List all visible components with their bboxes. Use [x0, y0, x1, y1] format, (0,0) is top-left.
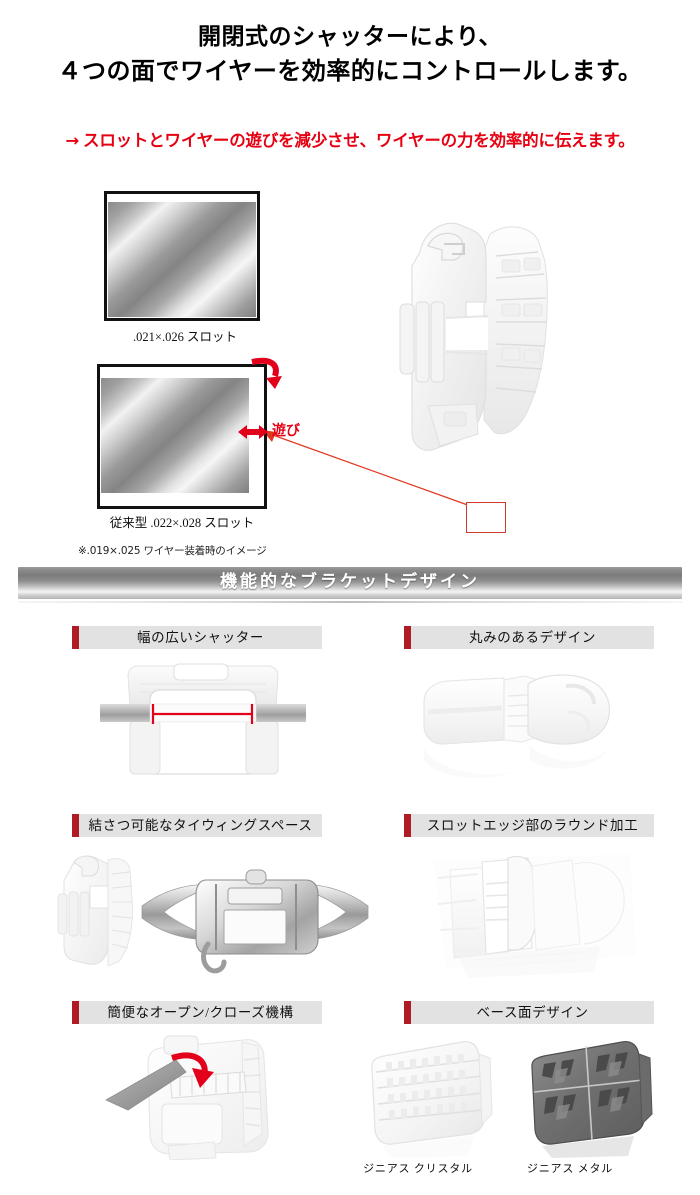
- feature-label-text: 丸みのあるデザイン: [469, 630, 596, 645]
- slot-callout-box: [466, 502, 506, 533]
- headline-line-2: ４つの面でワイヤーを効率的にコントロールします。: [57, 57, 643, 85]
- caption-crystal: ジニアス クリスタル: [363, 1163, 473, 1175]
- label-accent-bar: [72, 1001, 79, 1024]
- new-slot-caption: .021×.026 スロット: [133, 330, 237, 344]
- feature-label-open-close: 簡便なオープン/クローズ機構: [72, 1001, 322, 1024]
- label-accent-bar: [404, 626, 411, 649]
- label-accent-bar: [72, 626, 79, 649]
- feature-label-tiewing-space: 結さつ可能なタイウィングスペース: [72, 814, 322, 837]
- feature-art-base-pair: [371, 1041, 653, 1158]
- feature-art-rounded-design: [423, 674, 610, 778]
- feature-art-tiewing-pair: [57, 855, 369, 974]
- feature-label-rounded-design: 丸みのあるデザイン: [404, 626, 654, 649]
- feature-label-base-design: ベース面デザイン: [404, 1001, 654, 1024]
- subheadline: →スロットとワイヤーの遊びを減少させ、ワイヤーの力を効率的に伝えます。: [0, 127, 700, 151]
- label-accent-bar: [72, 814, 79, 837]
- caption-metal: ジニアス メタル: [526, 1163, 614, 1175]
- new-slot-wire-fill: [108, 202, 256, 317]
- feature-label-text: 幅の広いシャッター: [137, 630, 264, 645]
- feature-art-open-close-tool: [105, 1035, 269, 1160]
- headline-line-1: 開閉式のシャッターにより、: [197, 24, 503, 50]
- feature-art-wide-shutter: [100, 663, 306, 775]
- label-accent-bar: [404, 1001, 411, 1024]
- play-label: 遊び: [272, 423, 300, 439]
- arrow-right-icon: →: [65, 131, 80, 150]
- feature-label-slot-edge-round: スロットエッジ部のラウンド加工: [404, 814, 654, 837]
- feature-label-text: スロットエッジ部のラウンド加工: [426, 818, 639, 833]
- feature-art-slot-edge-round: [434, 854, 636, 978]
- feature-label-text: 簡便なオープン/クローズ機構: [107, 1005, 294, 1020]
- label-accent-bar: [404, 814, 411, 837]
- feature-label-wide-shutter: 幅の広いシャッター: [72, 626, 322, 649]
- feature-label-text: 結さつ可能なタイウィングスペース: [88, 818, 313, 833]
- subheadline-text: スロットとワイヤーの遊びを減少させ、ワイヤーの力を効率的に伝えます。: [83, 131, 635, 150]
- bracket-hero-image: [399, 222, 548, 451]
- curved-arrow-icon: [251, 357, 282, 389]
- double-arrow-icon: [238, 425, 268, 439]
- section-banner-title: 機能的なブラケットデザイン: [220, 572, 480, 592]
- feature-label-text: ベース面デザイン: [476, 1005, 589, 1020]
- section-banner-underline: [18, 601, 682, 603]
- slot-section-note: ※.019×.025 ワイヤー装着時のイメージ: [78, 545, 267, 557]
- legacy-slot-caption: 従来型 .022×.028 スロット: [109, 516, 255, 530]
- section-banner: 機能的なブラケットデザイン: [18, 567, 682, 599]
- legacy-slot-wire-fill: [101, 378, 249, 493]
- page-headline: 開閉式のシャッターにより、 ４つの面でワイヤーを効率的にコントロールします。: [0, 20, 700, 88]
- slot-comparison-section: .021×.026 スロット 従来型 .022×.028 スロット 遊び ※.0…: [0, 178, 700, 558]
